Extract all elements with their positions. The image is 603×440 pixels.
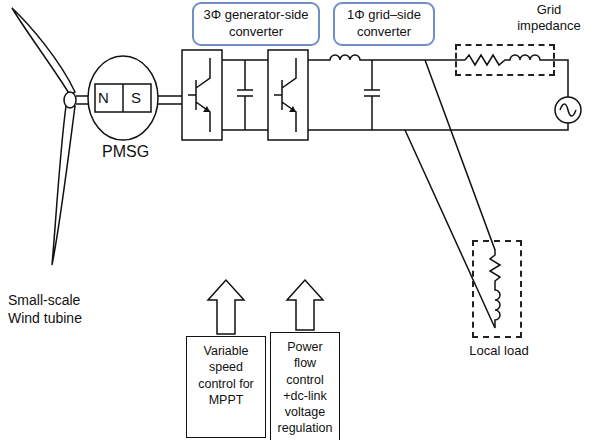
group-heading: Local load [459,343,539,359]
converter-tag: 1Φ grid–side converter [333,2,435,46]
dc-link-capacitor [222,60,268,130]
pole-label: S [131,89,141,108]
converter-tag: 3Φ generator-side converter [192,2,320,46]
dashed-group: Grid impedance [455,44,555,76]
filter-capacitor [364,60,380,130]
tag-text: 3Φ generator-side converter [198,7,314,41]
control-text: Variable speed control for MPPT [191,343,261,408]
ac-source [555,97,581,123]
pole-label: N [98,89,109,108]
tag-text: 1Φ grid–side converter [339,7,429,41]
component-name: PMSG [102,142,149,162]
phase-wires [158,96,182,104]
dashed-group: Local load [472,240,522,338]
control-arrow [208,280,244,334]
component-name: Small-scale Wind tubine [8,292,98,327]
turbine-hub [64,92,76,108]
magnet-divider [122,84,124,112]
generator-circle [88,56,158,140]
group-heading: Grid impedance [509,2,589,35]
control-text: Power flow control +dc-link voltage regu… [275,339,335,437]
sine-symbol [560,104,576,116]
control-arrow [287,280,323,330]
magnet-rotor [95,84,151,112]
grid-impedance-symbol [465,55,568,97]
return-wire [308,123,568,130]
converter-symbol [182,50,222,140]
load-symbol [405,60,500,328]
turbine-blade [12,8,75,95]
control-box: Power flow control +dc-link voltage regu… [270,332,340,440]
filter-inductor [308,55,465,60]
converter-symbol [268,50,308,140]
turbine-blade [52,106,75,265]
control-box: Variable speed control for MPPT [186,336,266,438]
